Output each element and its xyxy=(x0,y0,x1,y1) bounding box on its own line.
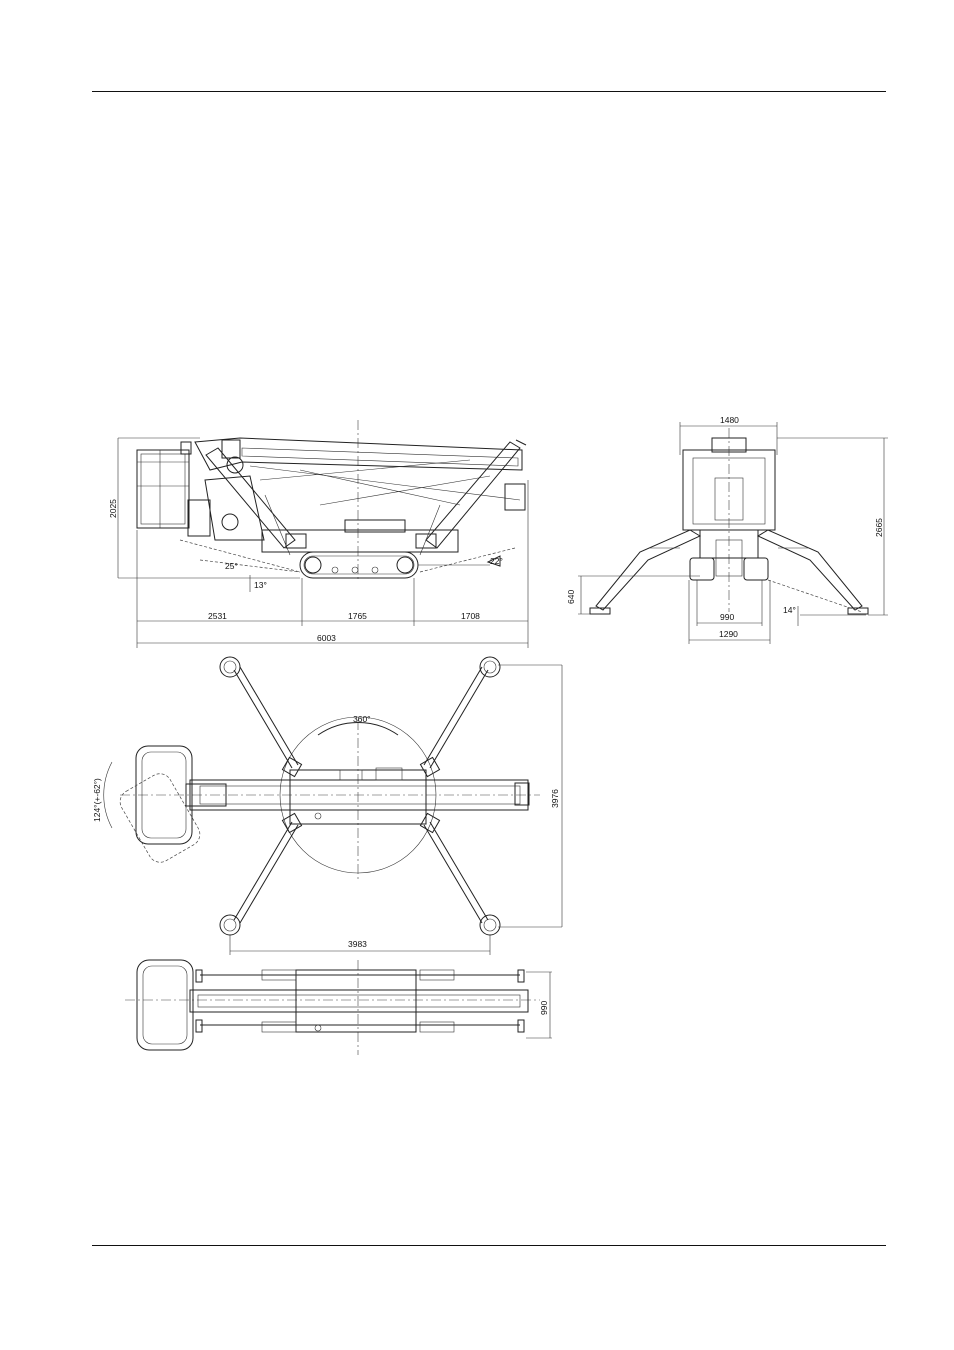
top-rotation-angle: 360° xyxy=(353,714,371,724)
side-rear-dim: 1708 xyxy=(461,611,480,621)
side-tracks-dim: 1765 xyxy=(348,611,367,621)
side-height-dim: 2025 xyxy=(108,499,118,518)
side-view: 2025 xyxy=(108,420,528,648)
side-angle-25: 25° xyxy=(225,561,238,571)
front-track-outer-dim: 1290 xyxy=(719,629,738,639)
top-view: 360° 124°(+-62°) xyxy=(92,657,562,955)
front-ground-dim: 640 xyxy=(566,590,576,604)
side-basket xyxy=(137,442,210,536)
side-length-dim: 6003 xyxy=(317,633,336,643)
side-boom xyxy=(195,438,526,540)
front-view: 1480 2665 640 990 1290 xyxy=(566,415,888,644)
side-angle-13: 13° xyxy=(254,580,267,590)
front-angle-14: 14° xyxy=(783,605,796,615)
front-width-top-dim: 1480 xyxy=(720,415,739,425)
side-outriggers xyxy=(206,442,520,555)
side-angle-22: 22° xyxy=(490,556,503,566)
side-front-dim: 2531 xyxy=(208,611,227,621)
front-track-inner-dim: 990 xyxy=(720,612,734,622)
stowed-width-dim: 990 xyxy=(539,1001,549,1015)
stowed-view: 990 xyxy=(125,960,552,1055)
front-height-dim: 2665 xyxy=(874,518,884,537)
top-width-dim: 3976 xyxy=(550,789,560,808)
top-basket-angle: 124°(+-62°) xyxy=(92,778,102,822)
top-length-dim: 3983 xyxy=(348,939,367,949)
